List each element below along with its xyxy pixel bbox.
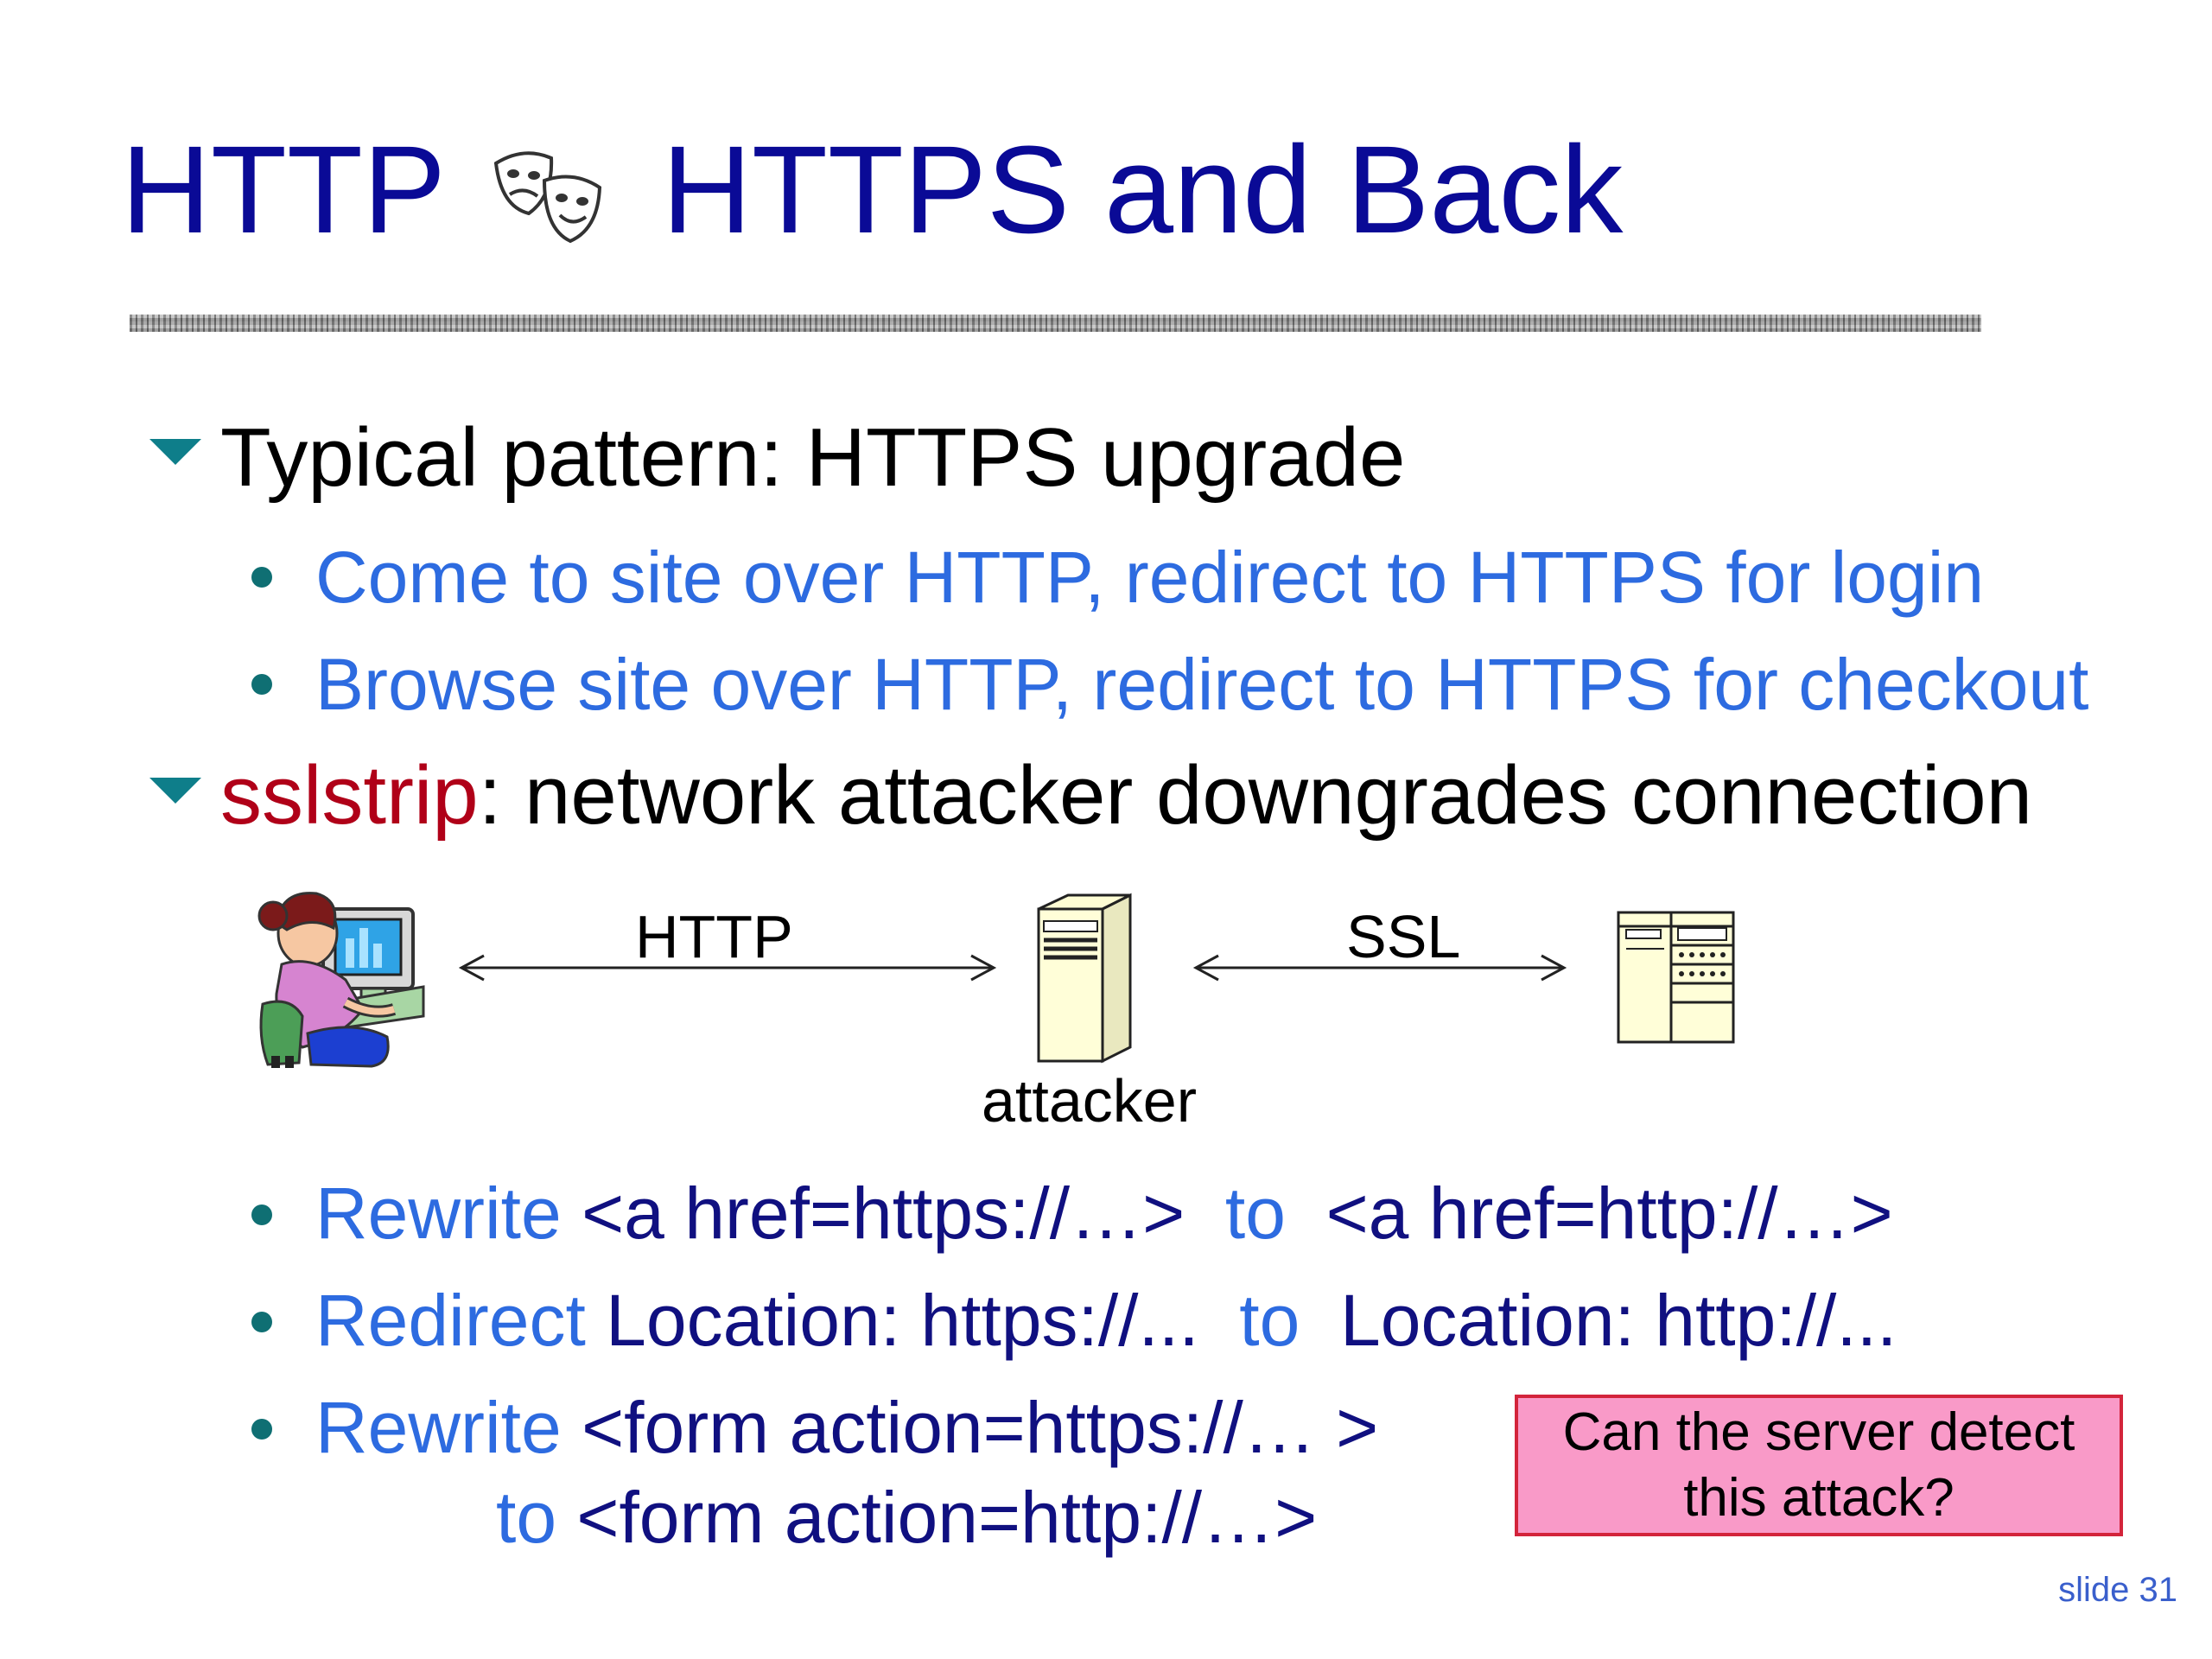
bullet-sslstrip: sslstrip: network attacker downgrades co… [220, 748, 2032, 843]
bullet-http-login: Come to site over HTTP, redirect to HTTP… [315, 537, 1985, 618]
bullet-dot-icon [251, 674, 272, 695]
redirect-to-word: to [1239, 1280, 1300, 1361]
rewrite-form-to-word: to [496, 1477, 557, 1558]
callout-line-2: this attack? [1683, 1468, 1955, 1528]
bullet-dot-icon [251, 1419, 272, 1440]
bullet-typical-pattern: Typical pattern: HTTPS upgrade [220, 411, 1406, 504]
bullet-dot-icon [251, 1205, 272, 1225]
redirect-from: Location: https://... [606, 1280, 1199, 1361]
http-link-label: HTTP [635, 903, 793, 970]
callout-line-1: Can the server detect [1562, 1402, 2075, 1462]
bullet-dot-icon [251, 1312, 272, 1332]
user-at-computer-icon [257, 892, 425, 1068]
bullet-marker-icon [149, 778, 201, 804]
sslstrip-term: sslstrip [220, 749, 479, 842]
redirect-location-bullet: Redirect Location: https://... to Locati… [315, 1279, 1897, 1362]
ssl-link-label: SSL [1346, 903, 1461, 970]
rewrite-form-to: <form action=http://…> [576, 1477, 1318, 1558]
rewrite-form-continuation: to <form action=http://…> [496, 1476, 1317, 1559]
bullet-dot-icon [251, 567, 272, 588]
attacker-server-icon [1037, 893, 1132, 1064]
rewrite-form-verb: Rewrite [315, 1387, 562, 1468]
slide-number: slide 31 [2058, 1571, 2177, 1609]
rewrite-form-bullet: Rewrite <form action=https://… > [315, 1386, 1378, 1469]
rewrite-to: <a href=http://…> [1325, 1173, 1893, 1254]
http-arrow [458, 954, 997, 982]
redirect-verb: Redirect [315, 1280, 586, 1361]
web-server-icon [1617, 911, 1735, 1044]
ssl-arrow [1192, 954, 1567, 982]
server-detect-callout: Can the server detect this attack? [1515, 1395, 2123, 1536]
page-title: HTTP HTTPS and Back [121, 121, 1623, 259]
attacker-label: attacker [982, 1067, 1197, 1135]
title-http: HTTP [121, 120, 446, 259]
title-https-and-back: HTTPS and Back [661, 120, 1624, 259]
title-divider [130, 315, 1981, 332]
redirect-to: Location: http://... [1339, 1280, 1897, 1361]
bullet-http-checkout: Browse site over HTTP, redirect to HTTPS… [315, 644, 2089, 725]
rewrite-link-bullet: Rewrite <a href=https://…> to <a href=ht… [315, 1172, 1893, 1255]
bullet-marker-icon [149, 439, 201, 465]
rewrite-form-from: <form action=https://… > [582, 1387, 1379, 1468]
sslstrip-description: : network attacker downgrades connection [478, 749, 2033, 842]
theater-masks-icon [489, 138, 619, 244]
rewrite-to-word: to [1224, 1173, 1286, 1254]
rewrite-verb: Rewrite [315, 1173, 562, 1254]
rewrite-from: <a href=https://…> [582, 1173, 1185, 1254]
